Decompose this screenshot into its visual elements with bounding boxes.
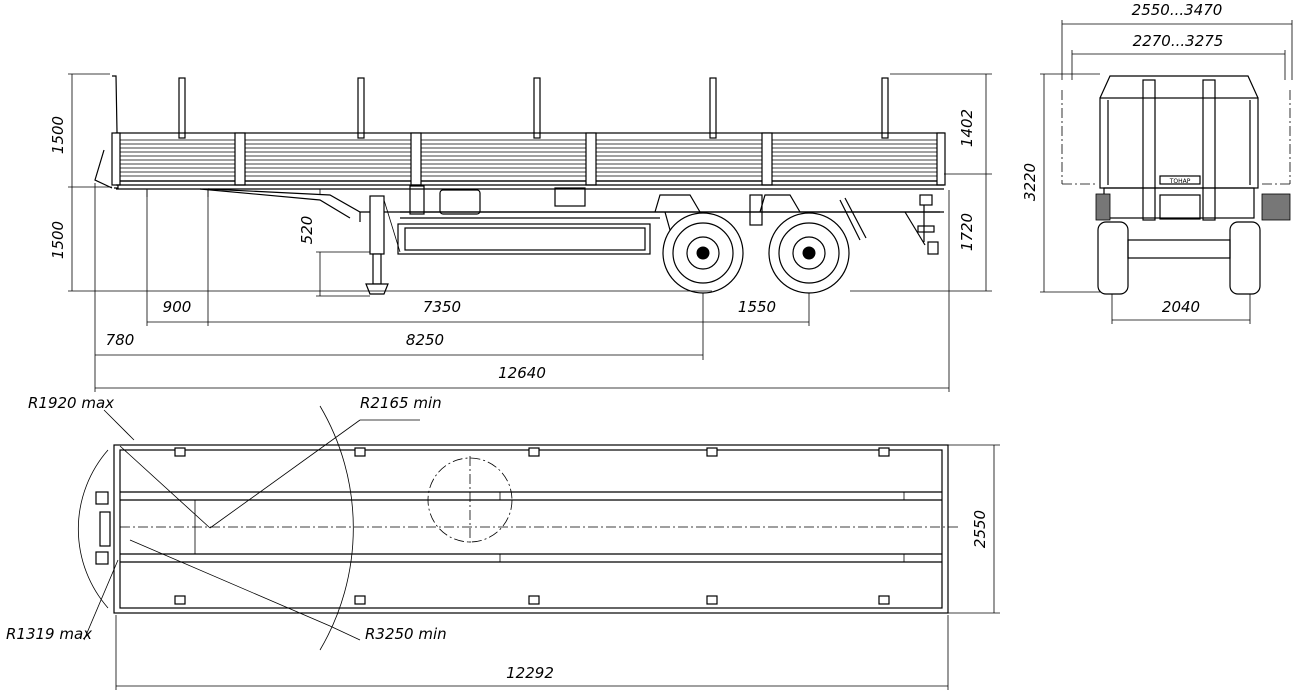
plan-stake xyxy=(528,447,540,457)
stanchions xyxy=(178,77,889,139)
rear-bumper xyxy=(904,194,939,255)
side-view xyxy=(94,75,946,295)
plan-stake xyxy=(878,447,890,457)
radius-r3250: R3250 min xyxy=(365,625,447,643)
dim-track-width: 2040 xyxy=(1162,298,1200,316)
side-boards xyxy=(111,132,946,186)
dim-12640: 12640 xyxy=(498,364,546,382)
dim-7350: 7350 xyxy=(423,298,461,316)
rear-view: ТОНАР xyxy=(1061,75,1291,295)
landing-gear xyxy=(365,195,401,295)
radius-r1920: R1920 max xyxy=(28,394,114,412)
dim-side-1720: 1720 xyxy=(958,213,976,251)
dim-landing-520: 520 xyxy=(298,216,316,245)
rear-plate-text: ТОНАР xyxy=(1169,178,1191,185)
plan-stake xyxy=(528,595,540,605)
plan-stake xyxy=(878,595,890,605)
radius-r1319: R1319 max xyxy=(6,625,92,643)
dim-side-1402: 1402 xyxy=(958,109,976,147)
dim-plan-length: 12292 xyxy=(506,664,554,682)
axle-wheels xyxy=(654,194,867,294)
plan-stake xyxy=(706,595,718,605)
rear-dimensions: 2550...3470 2270...3275 3220 2040 xyxy=(1021,1,1293,324)
plan-stake xyxy=(354,447,366,457)
plan-stake xyxy=(174,595,186,605)
dim-side-1500-bottom: 1500 xyxy=(49,221,67,259)
dim-8250: 8250 xyxy=(406,331,444,349)
side-dimensions: 1500 1500 1402 1720 520 900 7350 1550 78… xyxy=(49,73,992,392)
dim-1550: 1550 xyxy=(738,298,776,316)
dim-plan-width: 2550 xyxy=(971,510,989,548)
dim-900: 900 xyxy=(163,298,192,316)
dim-rear-inner-width: 2270...3275 xyxy=(1133,32,1224,50)
dim-780: 780 xyxy=(106,331,135,349)
radius-r2165: R2165 min xyxy=(360,394,442,412)
plan-stake xyxy=(174,447,186,457)
dim-side-1500-top: 1500 xyxy=(49,116,67,154)
plan-stake xyxy=(354,595,366,605)
plan-view xyxy=(78,405,960,651)
dim-rear-total-width: 2550...3470 xyxy=(1132,1,1223,19)
plan-stake xyxy=(706,447,718,457)
dim-rear-height: 3220 xyxy=(1021,163,1039,201)
chassis xyxy=(116,184,944,255)
plan-dimensions: 2550 12292 R1920 max R2165 min R1319 max… xyxy=(6,394,1000,690)
